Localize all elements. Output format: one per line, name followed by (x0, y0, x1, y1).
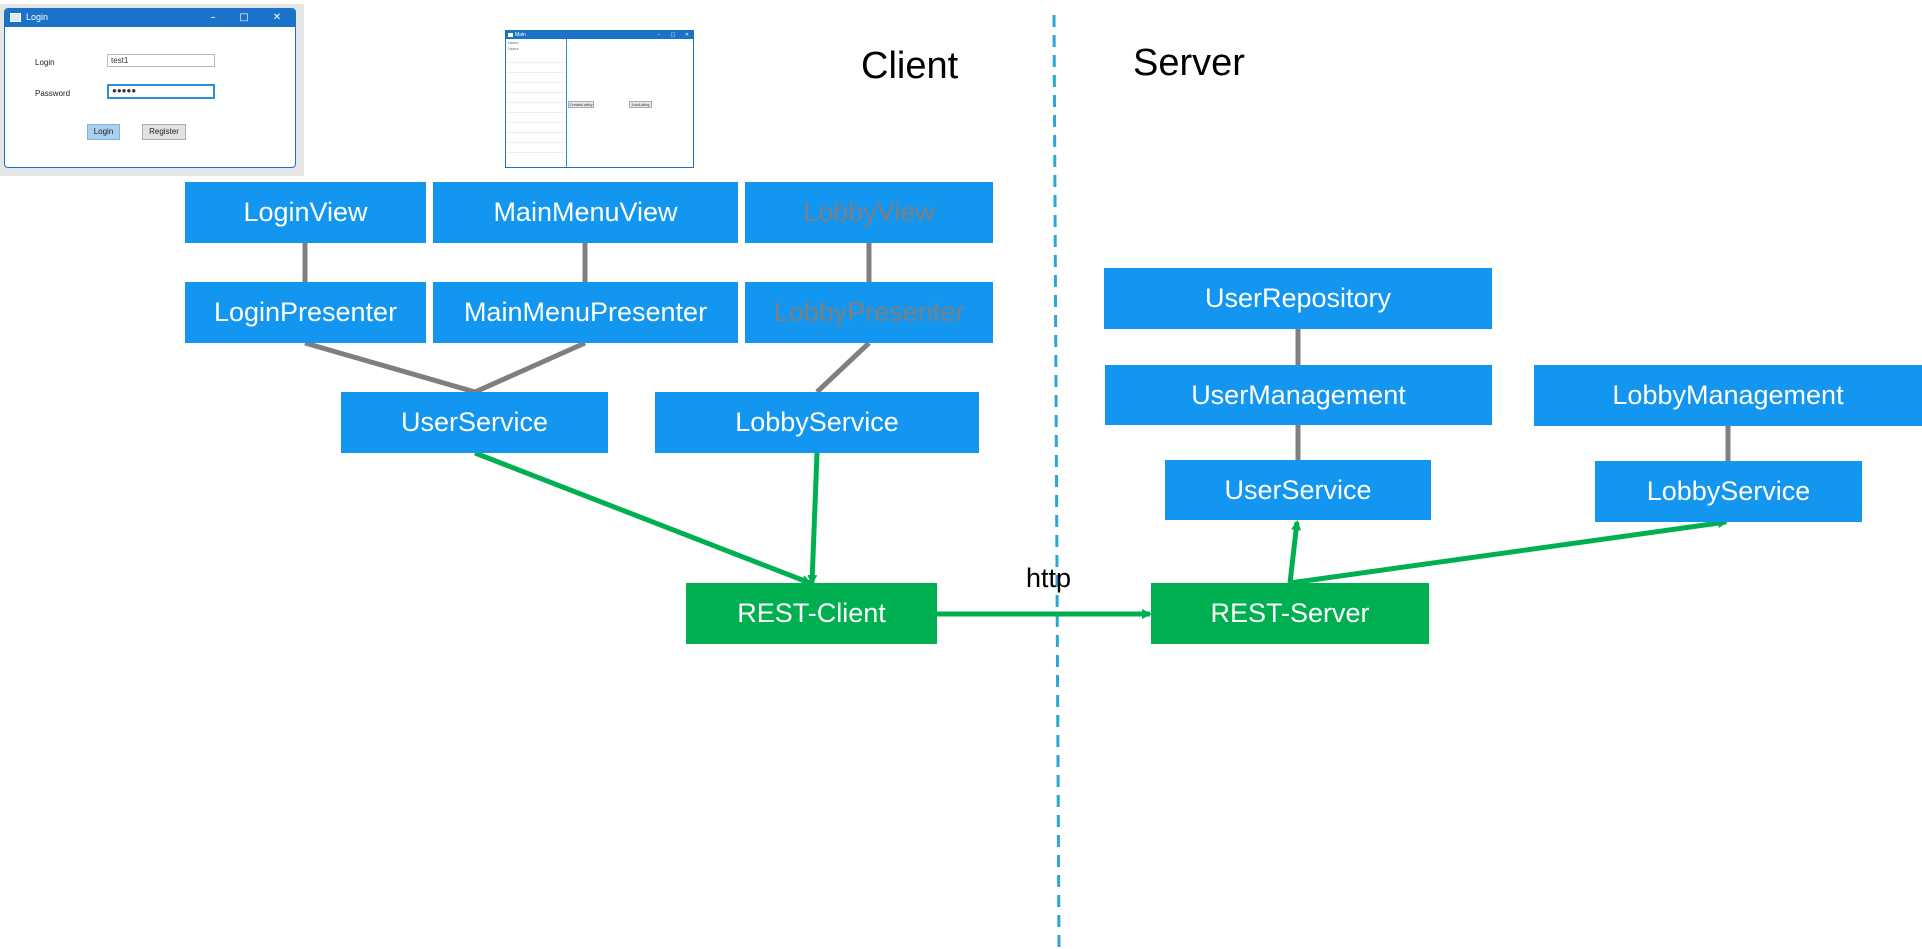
server-lobby-service-box: LobbyService (1595, 461, 1862, 522)
user-management-box: UserManagement (1105, 365, 1492, 425)
minimize-icon[interactable]: – (657, 32, 661, 38)
main-menu-presenter-box: MainMenuPresenter (433, 282, 738, 343)
list-item[interactable] (506, 83, 566, 93)
list-item[interactable] (506, 73, 566, 83)
server-heading: Server (1133, 42, 1245, 84)
login-view-box: LoginView (185, 182, 426, 243)
main-window-titlebar: Main – □ ✕ (506, 31, 693, 39)
arrow-lobbyservice-restclient (807, 452, 820, 585)
login-window-thumbnail: Login – □ ✕ Login test1 Password ●●●●● L… (4, 8, 296, 168)
register-button[interactable]: Register (142, 124, 186, 140)
rest-server-box: REST-Server (1151, 583, 1429, 644)
list-item[interactable] (506, 113, 566, 123)
list-item[interactable] (506, 103, 566, 113)
list-item[interactable] (506, 93, 566, 103)
connector-mainmenupresenter-userservice (473, 340, 587, 395)
arrow-userservice-restclient (474, 450, 812, 586)
minimize-icon[interactable]: – (210, 12, 216, 23)
password-field-label: Password (35, 89, 71, 98)
close-icon[interactable]: ✕ (684, 32, 690, 38)
http-label: http (1026, 563, 1072, 593)
users-list[interactable]: Users Users (506, 39, 567, 167)
maximize-icon[interactable]: □ (670, 32, 676, 38)
lobby-view-box: LobbyView (745, 182, 993, 243)
join-lobby-button[interactable]: JoinLobby (629, 101, 652, 108)
lobby-presenter-box: LobbyPresenter (745, 282, 993, 343)
users-list-label: Users (508, 40, 519, 45)
connector-loginpresenter-userservice (304, 340, 476, 395)
list-item[interactable] (506, 133, 566, 143)
client-server-divider (1052, 14, 1061, 949)
connector-lobbypresenter-lobbyservice (815, 341, 871, 394)
client-heading: Client (861, 45, 959, 87)
login-window-title: Login (26, 12, 49, 22)
list-item[interactable] (506, 63, 566, 73)
password-field[interactable]: ●●●●● (107, 84, 215, 99)
list-item[interactable] (506, 53, 566, 63)
create-lobby-button[interactable]: CreateLobby (568, 101, 594, 108)
arrow-restserver-userservice (1287, 520, 1302, 584)
main-menu-view-box: MainMenuView (433, 182, 738, 243)
list-item[interactable] (506, 123, 566, 133)
login-presenter-box: LoginPresenter (185, 282, 426, 343)
users-list-label: Users (508, 46, 519, 51)
lobby-management-box: LobbyManagement (1534, 365, 1922, 426)
login-field[interactable]: test1 (107, 54, 215, 67)
server-user-service-box: UserService (1165, 460, 1431, 520)
app-icon (10, 13, 21, 22)
login-field-label: Login (35, 58, 55, 67)
user-repository-box: UserRepository (1104, 268, 1492, 329)
arrow-restserver-lobbyservice (1289, 518, 1728, 586)
list-item[interactable] (506, 143, 566, 153)
maximize-icon[interactable]: □ (239, 12, 249, 23)
close-icon[interactable]: ✕ (272, 12, 282, 23)
main-window-thumbnail: Main – □ ✕ Users Users CreateLobby JoinL… (505, 30, 694, 168)
login-button[interactable]: Login (87, 124, 120, 140)
client-user-service-box: UserService (341, 392, 608, 453)
login-window-titlebar: Login – □ ✕ (5, 9, 295, 27)
app-icon (508, 33, 513, 37)
rest-client-box: REST-Client (686, 583, 937, 644)
main-window-title: Main (515, 32, 526, 38)
client-lobby-service-box: LobbyService (655, 392, 979, 453)
